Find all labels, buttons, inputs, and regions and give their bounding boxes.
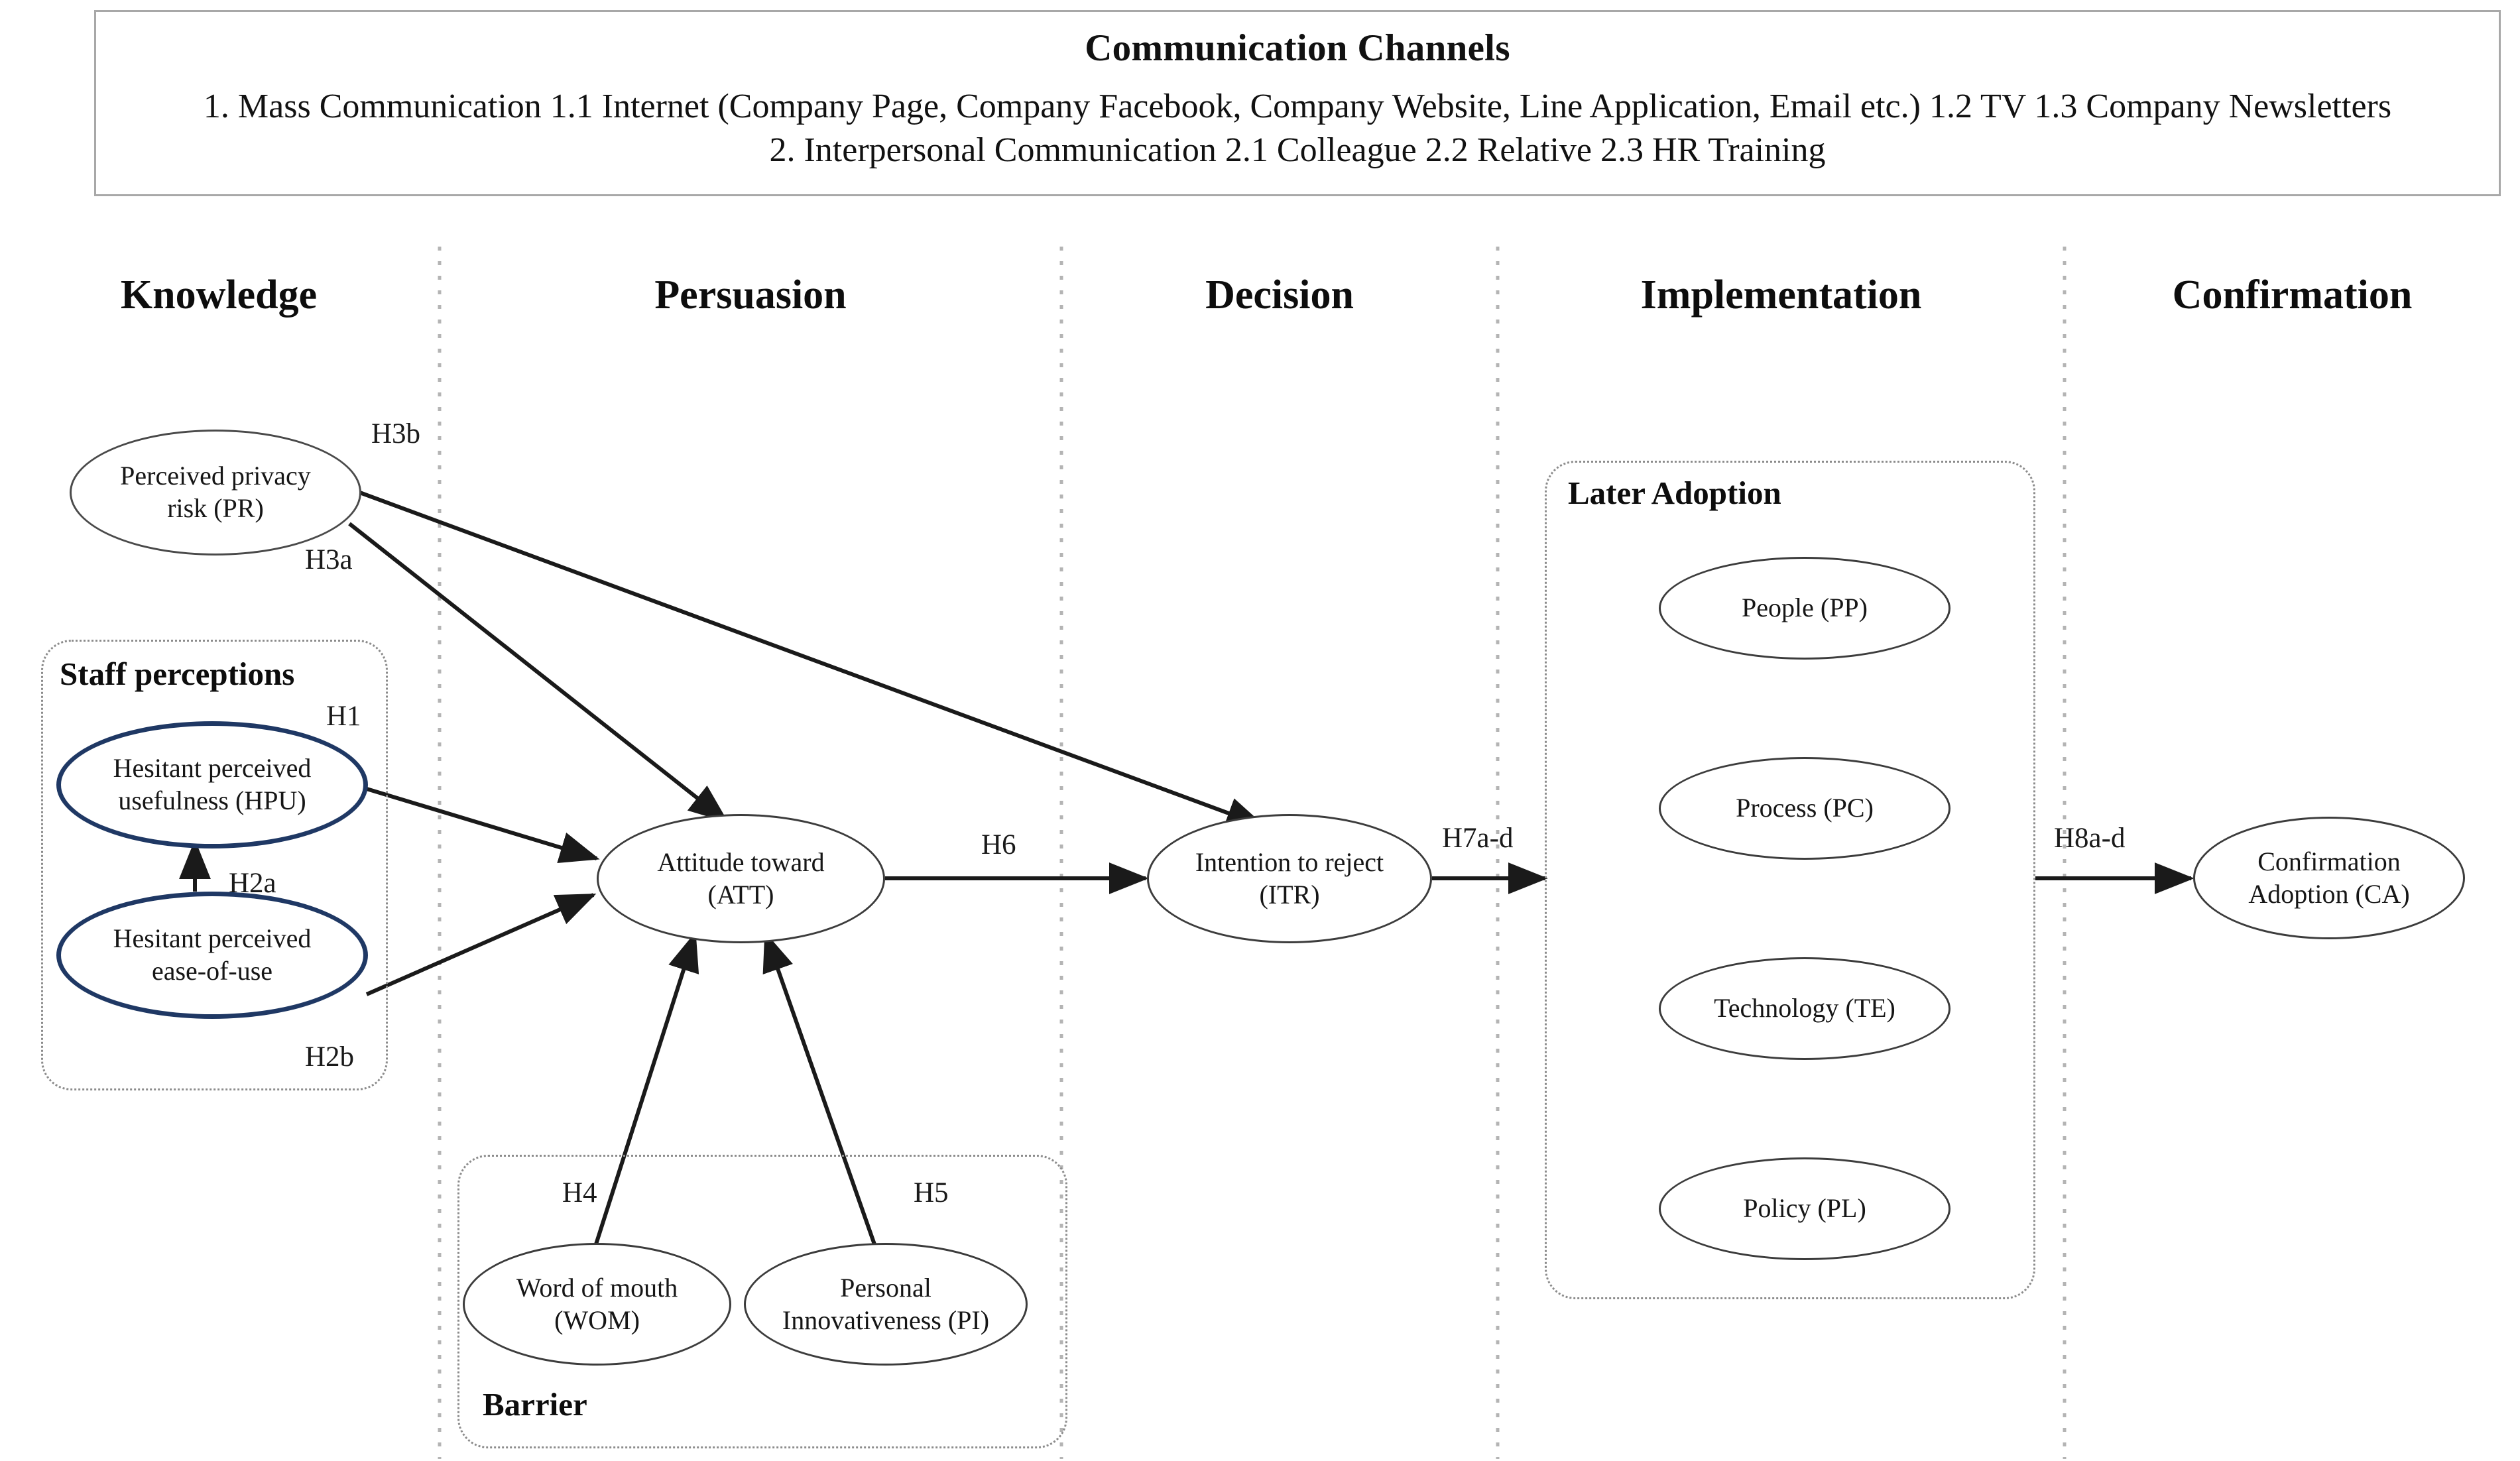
hypothesis-label-h7ad: H7a-d bbox=[1442, 823, 1514, 854]
node-hesitant-perceived-usefulness[interactable]: Hesitant perceived usefulness (HPU) bbox=[56, 721, 368, 848]
node-pr-line1: Perceived privacy bbox=[120, 461, 311, 491]
hypothesis-label-h2b: H2b bbox=[305, 1041, 355, 1073]
node-wom-line1: Word of mouth bbox=[516, 1272, 678, 1303]
group-barrier-title: Barrier bbox=[483, 1386, 587, 1423]
arrow-h3a-pr-to-att bbox=[348, 522, 729, 823]
node-people[interactable]: People (PP) bbox=[1659, 557, 1950, 660]
node-att-line1: Attitude toward bbox=[657, 847, 825, 877]
group-barrier bbox=[457, 1155, 1067, 1448]
node-itr-line2: (ITR) bbox=[1259, 879, 1320, 909]
communication-channels-panel: Communication Channels 1. Mass Communica… bbox=[94, 10, 2501, 196]
node-technology[interactable]: Technology (TE) bbox=[1659, 957, 1950, 1060]
node-intention-to-reject[interactable]: Intention to reject (ITR) bbox=[1147, 814, 1432, 943]
communication-channels-line-1: 1. Mass Communication 1.1 Internet (Comp… bbox=[203, 87, 2392, 125]
arrow-h4-wom-to-att bbox=[593, 931, 699, 1247]
hypothesis-label-h3b: H3b bbox=[371, 418, 421, 449]
stage-heading-decision: Decision bbox=[1205, 272, 1354, 318]
stage-heading-persuasion: Persuasion bbox=[654, 272, 847, 318]
node-hpeou-line1: Hesitant perceived bbox=[113, 923, 312, 954]
communication-channels-list: 1. Mass Communication 1.1 Internet (Comp… bbox=[204, 85, 2391, 173]
hypothesis-label-h1: H1 bbox=[326, 701, 361, 732]
hypothesis-label-h4: H4 bbox=[562, 1177, 597, 1208]
group-later-adoption bbox=[1545, 461, 2035, 1299]
node-pr-line2: risk (PR) bbox=[167, 493, 264, 523]
page-title: Communication Channels bbox=[1085, 27, 1510, 69]
node-policy[interactable]: Policy (PL) bbox=[1659, 1157, 1950, 1260]
arrow-h2b-hpeou-to-att bbox=[365, 893, 597, 996]
hypothesis-label-h5: H5 bbox=[914, 1177, 949, 1208]
node-confirmation-adoption[interactable]: Confirmation Adoption (CA) bbox=[2193, 817, 2465, 939]
arrow-h1-hpu-to-att bbox=[366, 787, 600, 863]
hypothesis-label-h8ad: H8a-d bbox=[2054, 823, 2126, 854]
node-wom-line2: (WOM) bbox=[554, 1305, 640, 1335]
node-att-line2: (ATT) bbox=[707, 879, 774, 909]
node-hpeou-line2: ease-of-use bbox=[151, 956, 273, 986]
hypothesis-label-h3a: H3a bbox=[305, 544, 353, 575]
node-itr-line1: Intention to reject bbox=[1195, 847, 1384, 877]
node-process[interactable]: Process (PC) bbox=[1659, 757, 1950, 860]
node-hpu-line2: usefulness (HPU) bbox=[118, 786, 306, 815]
stage-heading-implementation: Implementation bbox=[1640, 272, 1922, 318]
arrow-h5-pi-to-att bbox=[762, 931, 877, 1247]
node-word-of-mouth[interactable]: Word of mouth (WOM) bbox=[463, 1243, 731, 1366]
arrow-h3b-pr-to-itr bbox=[357, 490, 1266, 829]
group-staff-perceptions bbox=[41, 640, 388, 1090]
node-ca-line2: Adoption (CA) bbox=[2248, 878, 2410, 909]
node-pp-label: People (PP) bbox=[1742, 593, 1868, 623]
node-hpu-line1: Hesitant perceived bbox=[113, 753, 312, 784]
group-later-adoption-title: Later Adoption bbox=[1568, 475, 1781, 511]
group-staff-perceptions-title: Staff perceptions bbox=[60, 656, 295, 692]
stage-heading-knowledge: Knowledge bbox=[120, 272, 318, 318]
hypothesis-label-h2a: H2a bbox=[229, 868, 276, 899]
node-personal-innovativeness[interactable]: Personal Innovativeness (PI) bbox=[744, 1243, 1028, 1366]
communication-channels-line-2: 2. Interpersonal Communication 2.1 Colle… bbox=[769, 131, 1826, 170]
node-pi-line2: Innovativeness (PI) bbox=[782, 1305, 990, 1335]
hypothesis-label-h6: H6 bbox=[981, 829, 1016, 860]
node-hesitant-perceived-ease-of-use[interactable]: Hesitant perceived ease-of-use bbox=[56, 892, 368, 1019]
node-pl-label: Policy (PL) bbox=[1743, 1193, 1866, 1224]
node-ca-line1: Confirmation bbox=[2257, 846, 2401, 876]
node-pc-label: Process (PC) bbox=[1736, 793, 1874, 823]
node-attitude-toward[interactable]: Attitude toward (ATT) bbox=[597, 814, 885, 943]
node-perceived-privacy-risk[interactable]: Perceived privacy risk (PR) bbox=[70, 430, 361, 555]
node-te-label: Technology (TE) bbox=[1714, 993, 1895, 1023]
node-pi-line1: Personal bbox=[840, 1272, 931, 1303]
stage-heading-confirmation: Confirmation bbox=[2172, 272, 2413, 318]
